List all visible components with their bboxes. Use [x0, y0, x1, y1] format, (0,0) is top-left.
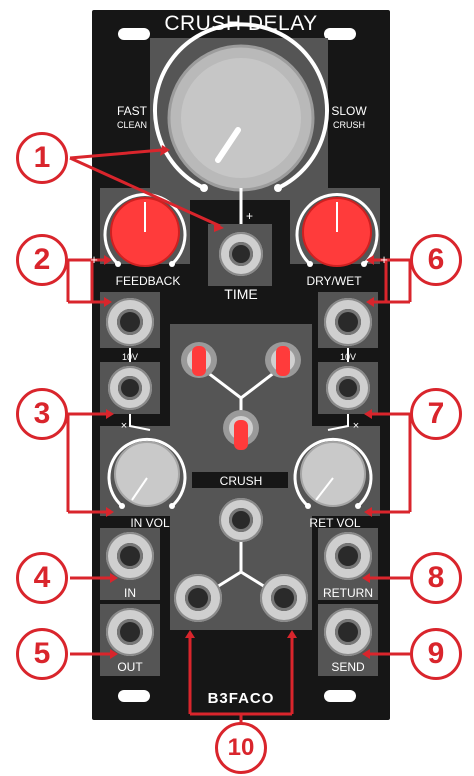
callout-1: 1 [16, 132, 68, 184]
time-cv-jack[interactable] [219, 232, 263, 276]
retvol-times-label: × [352, 420, 360, 432]
crush-toggle-left[interactable] [181, 342, 217, 378]
invol-times-label: × [120, 420, 128, 432]
left-10v-label: 10V [121, 352, 138, 362]
crush-label: CRUSH [219, 474, 263, 488]
time-label: TIME [224, 286, 258, 302]
multiple-input-jack[interactable] [219, 498, 263, 542]
crush-toggle-bottom[interactable] [223, 410, 259, 450]
feedback-knob[interactable] [103, 193, 187, 267]
crush-sub-label: CRUSH [332, 120, 365, 130]
callout-4: 4 [16, 552, 68, 604]
ret-vol-label: RET VOL [309, 516, 361, 530]
multiple-output-right-jack[interactable] [260, 574, 308, 622]
callout-10: 10 [215, 722, 267, 774]
send-label: SEND [331, 660, 365, 674]
svg-text:+: + [246, 209, 253, 223]
callout-2: 2 [16, 234, 68, 286]
crush-toggle-right[interactable] [265, 342, 301, 378]
drywet-cv-jack[interactable] [324, 298, 372, 346]
main-time-knob[interactable] [167, 44, 315, 192]
clean-label: CLEAN [116, 120, 147, 130]
callout-3: 3 [16, 388, 68, 440]
callout-8: 8 [410, 552, 462, 604]
fast-label: FAST [116, 104, 147, 118]
callout-5: 5 [16, 628, 68, 680]
return-label: RETURN [323, 586, 373, 600]
drywet-knob[interactable] [295, 193, 379, 267]
ret-vol-knob[interactable] [293, 437, 373, 509]
feedback-cv-jack[interactable] [106, 298, 154, 346]
mount-slot-top-left [118, 28, 150, 40]
left-10v-jack[interactable] [108, 366, 152, 410]
drywet-plus-label: + [380, 252, 388, 267]
return-jack[interactable] [324, 532, 372, 580]
in-vol-knob[interactable] [107, 437, 187, 509]
drywet-label: DRY/WET [306, 274, 362, 288]
main-knob-scale-arc [153, 22, 329, 190]
in-vol-label: IN VOL [130, 516, 170, 530]
in-label: IN [124, 586, 136, 600]
send-jack[interactable] [324, 608, 372, 656]
mount-slot-bottom-right [324, 690, 356, 702]
right-10v-jack[interactable] [326, 366, 370, 410]
callout-6: 6 [410, 234, 462, 286]
feedback-plus-label: + [90, 252, 98, 267]
slow-label: SLOW [331, 104, 367, 118]
mount-slot-top-right [324, 28, 356, 40]
multiple-output-left-jack[interactable] [174, 574, 222, 622]
out-label: OUT [117, 660, 143, 674]
feedback-label: FEEDBACK [115, 274, 181, 288]
in-jack[interactable] [106, 532, 154, 580]
callout-7: 7 [410, 388, 462, 440]
brand-logo: B3FACO [207, 690, 275, 707]
out-jack[interactable] [106, 608, 154, 656]
callout-9: 9 [410, 628, 462, 680]
mount-slot-bottom-left [118, 690, 150, 702]
right-10v-label: 10V [339, 352, 356, 362]
